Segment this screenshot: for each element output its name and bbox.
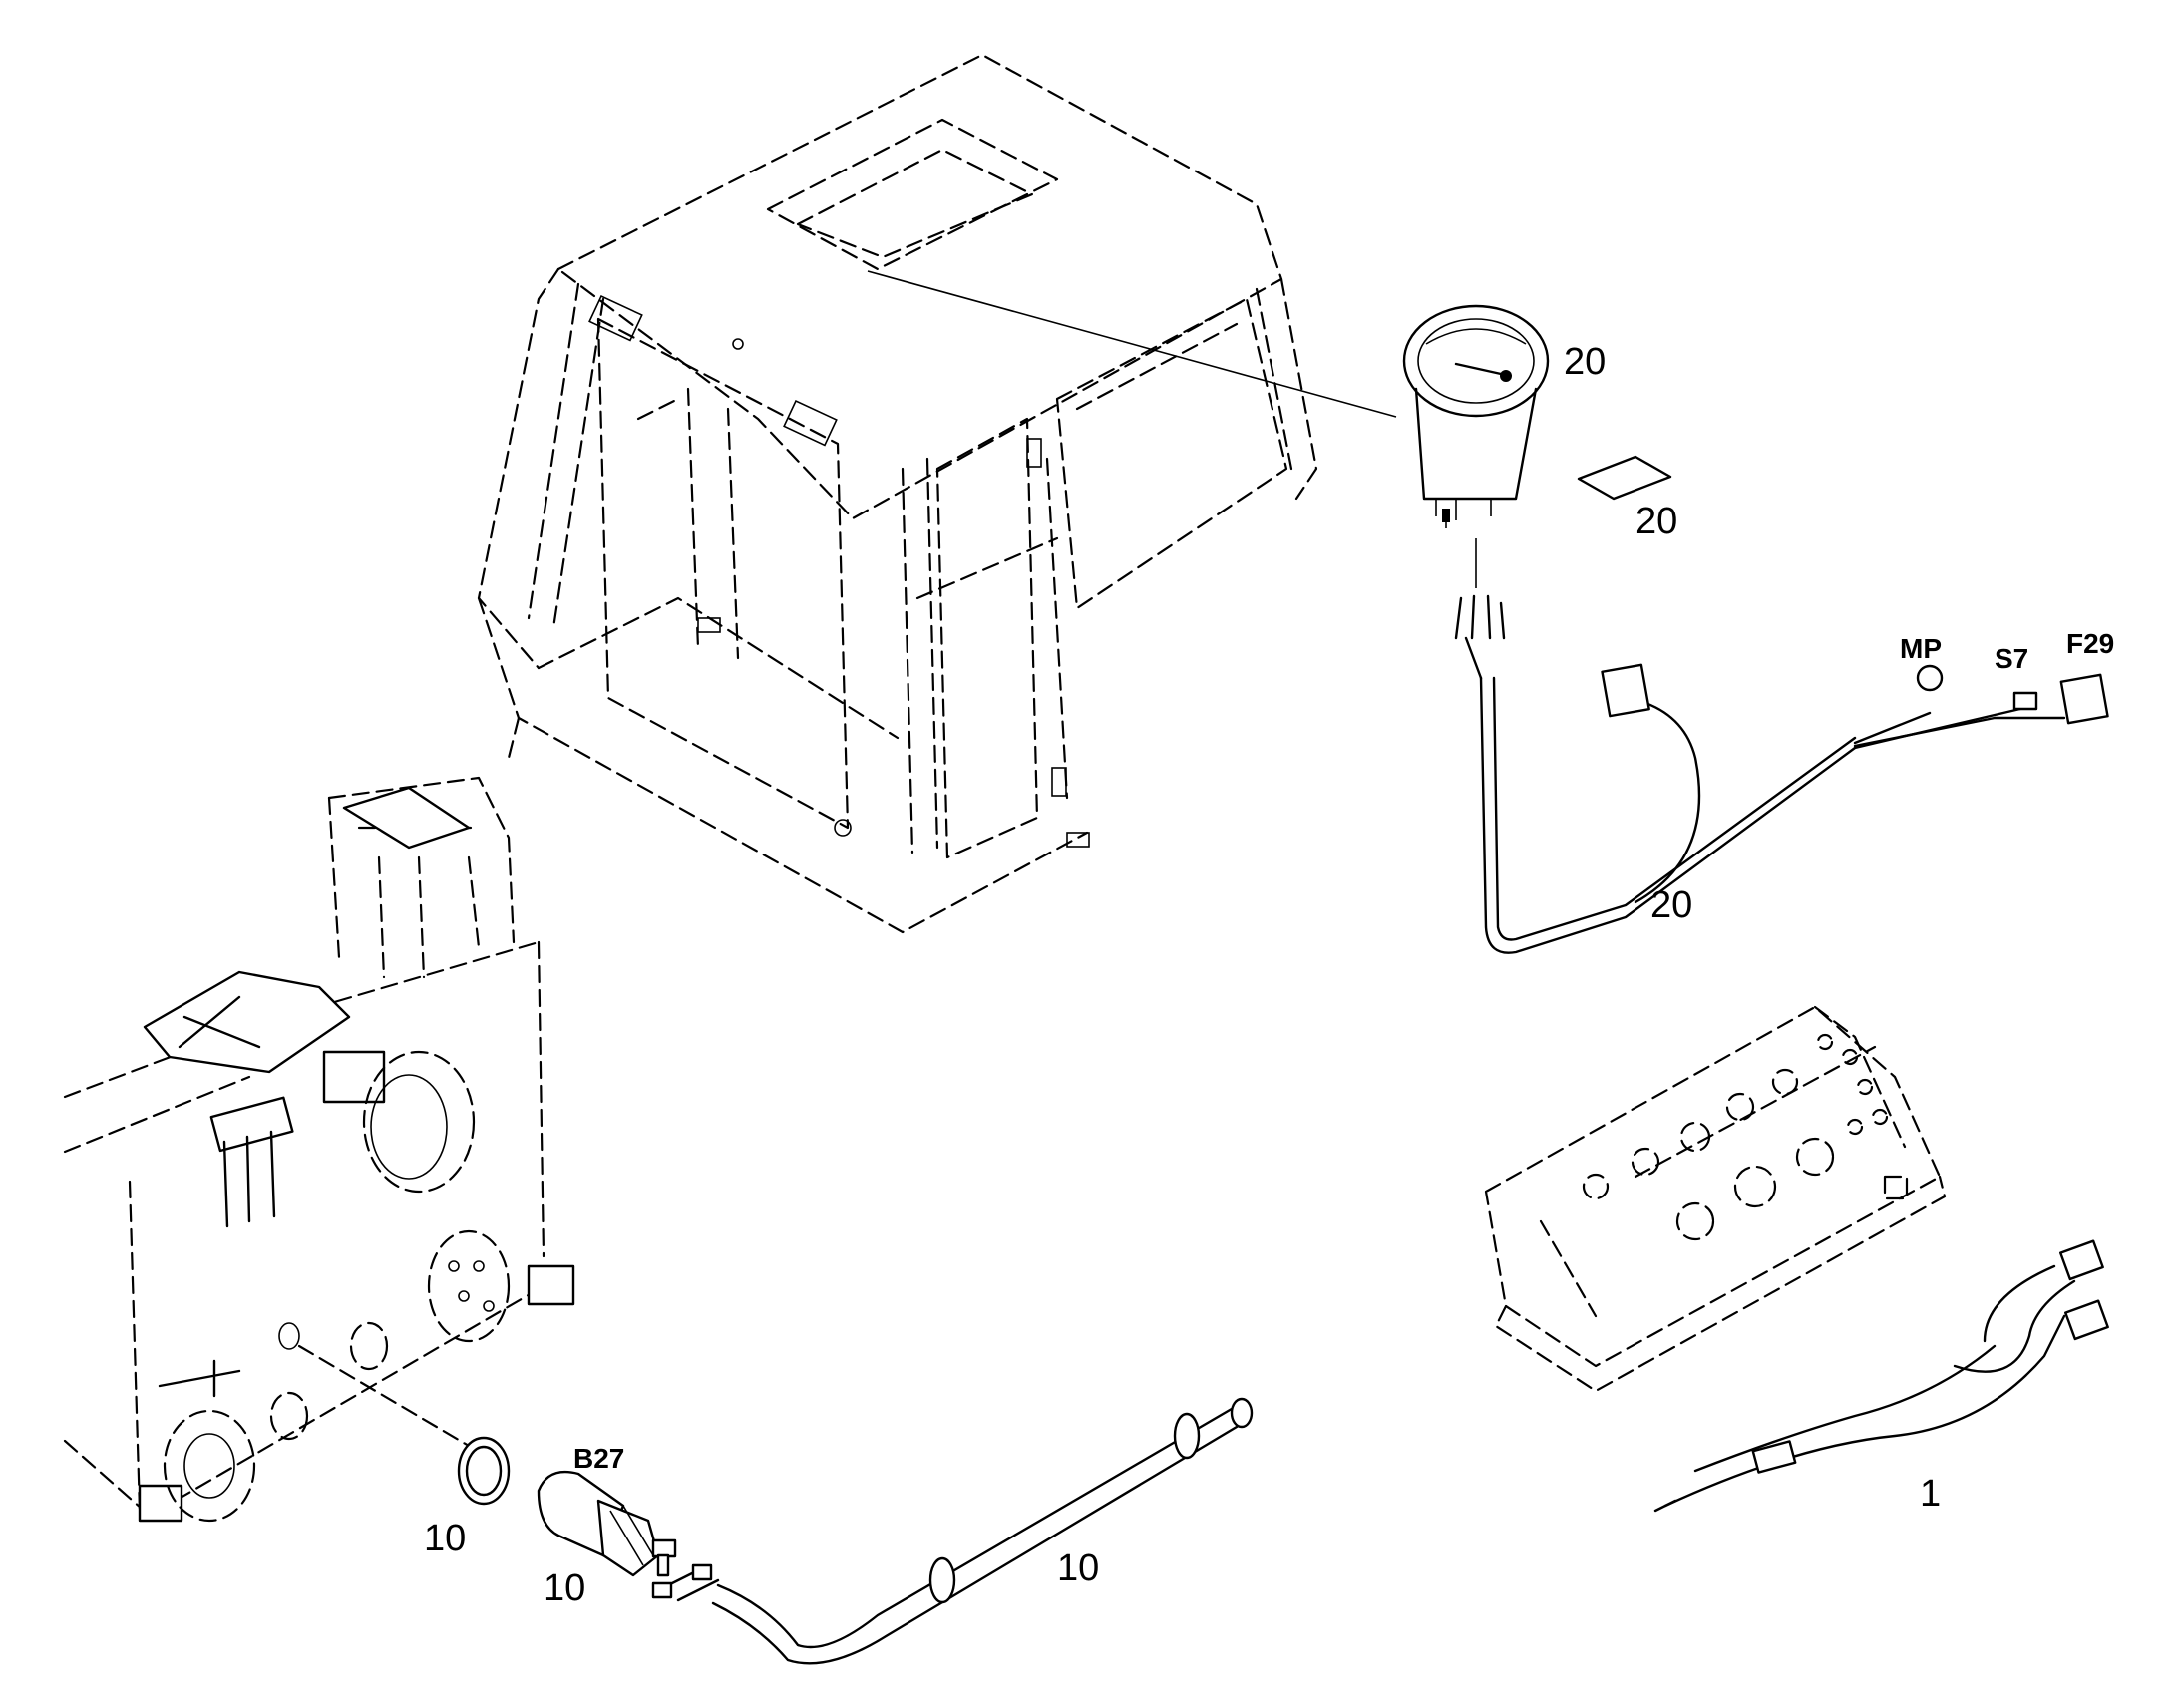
callout-sensor: 10 xyxy=(544,1567,585,1609)
callout-gauge-harness: 20 xyxy=(1650,884,1692,926)
callout-sensor-harness: 10 xyxy=(1057,1547,1099,1589)
leader-line-gauge xyxy=(867,270,1397,418)
seal-ring-icon xyxy=(457,1436,511,1506)
leader-line-seal xyxy=(297,1344,471,1448)
decal-icon xyxy=(1577,455,1672,501)
instrument-panel xyxy=(1484,1005,1947,1393)
callout-panel-harness: 1 xyxy=(1920,1473,1941,1515)
callout-ground-mp: MP xyxy=(1900,633,1942,664)
operator-cab xyxy=(477,53,1318,934)
callout-connector-s7: S7 xyxy=(1995,643,2028,674)
transmission-housing xyxy=(63,776,575,1523)
callout-gauge: 20 xyxy=(1564,341,1606,383)
gauge-wiring-harness xyxy=(1454,538,2109,954)
callout-decal: 20 xyxy=(1635,501,1677,542)
callout-seal-ring: 10 xyxy=(424,1518,466,1559)
callout-fuse-f29: F29 xyxy=(2066,628,2114,659)
temperature-sensor-icon xyxy=(537,1470,677,1577)
gauge-icon xyxy=(1402,304,1550,528)
callout-sensor-b27: B27 xyxy=(573,1443,624,1474)
panel-wiring-harness xyxy=(1653,1239,2109,1513)
sensor-wiring-harness xyxy=(651,1397,1254,1665)
